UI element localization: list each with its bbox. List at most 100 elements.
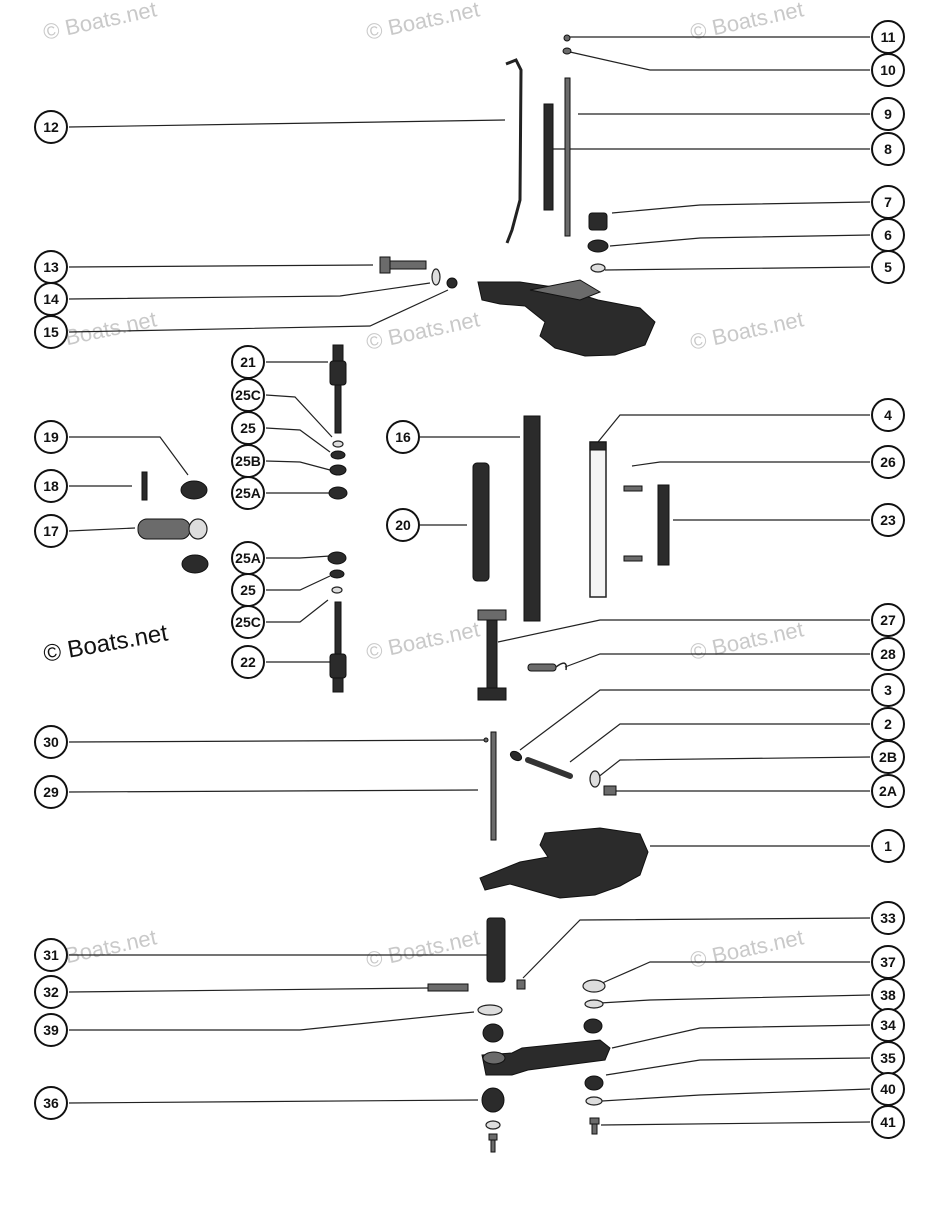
callouts: 11 10 12 9 8 7 6 13 5 14 15 21 25C 25 25… xyxy=(34,20,905,1139)
part-screw-22-shaft xyxy=(334,601,342,655)
callout-25a-bottom: 25A xyxy=(231,541,265,575)
callout-13: 13 xyxy=(34,250,68,284)
part-rod-9 xyxy=(564,77,571,237)
svg-text:34: 34 xyxy=(880,1017,896,1033)
svg-text:7: 7 xyxy=(884,194,892,210)
part-sleeve-20 xyxy=(472,462,490,582)
svg-text:26: 26 xyxy=(880,454,896,470)
part-spring-28-hook xyxy=(555,662,568,671)
svg-text:12: 12 xyxy=(43,119,59,135)
svg-text:6: 6 xyxy=(884,227,892,243)
part-nut-6 xyxy=(587,239,609,253)
callout-22: 22 xyxy=(231,645,265,679)
callout-10: 10 xyxy=(871,53,905,87)
part-bolt-13-head xyxy=(379,256,391,274)
callout-38: 38 xyxy=(871,978,905,1012)
callout-15: 15 xyxy=(34,315,68,349)
svg-text:10: 10 xyxy=(880,62,896,78)
callout-4: 4 xyxy=(871,398,905,432)
part-screw-bottom-shaft xyxy=(490,1139,496,1153)
part-screw-41-head xyxy=(589,1117,600,1125)
watermark-text: © Boats.net xyxy=(364,924,482,972)
svg-text:31: 31 xyxy=(43,947,59,963)
svg-text:25C: 25C xyxy=(235,387,261,403)
watermark-text: © Boats.net xyxy=(688,0,806,45)
callout-31: 31 xyxy=(34,938,68,972)
part-cup-19 xyxy=(180,480,208,500)
svg-text:13: 13 xyxy=(43,259,59,275)
svg-text:3: 3 xyxy=(884,682,892,698)
callout-33: 33 xyxy=(871,901,905,935)
part-bushing-34 xyxy=(583,1018,603,1034)
callout-34: 34 xyxy=(871,1008,905,1042)
callout-39: 39 xyxy=(34,1013,68,1047)
callout-2: 2 xyxy=(871,707,905,741)
svg-text:11: 11 xyxy=(881,29,896,45)
part-washer-10 xyxy=(562,47,572,55)
svg-text:18: 18 xyxy=(43,478,59,494)
svg-text:33: 33 xyxy=(880,910,896,926)
callout-16: 16 xyxy=(386,420,420,454)
callout-9: 9 xyxy=(871,97,905,131)
callout-40: 40 xyxy=(871,1072,905,1106)
watermark-text: © Boats.net xyxy=(364,616,482,664)
callout-36: 36 xyxy=(34,1086,68,1120)
svg-text:37: 37 xyxy=(880,954,896,970)
svg-text:2A: 2A xyxy=(879,783,897,799)
watermark-text: © Boats.net xyxy=(688,616,806,664)
watermark-text: © Boats.net xyxy=(688,924,806,972)
part-washer-2b xyxy=(589,770,601,788)
part-washer-38 xyxy=(584,999,604,1009)
svg-text:25A: 25A xyxy=(235,485,261,501)
watermark-text: © Boats.net xyxy=(688,306,806,354)
callout-18: 18 xyxy=(34,469,68,503)
watermark-prominent: © Boats.net xyxy=(41,619,170,667)
svg-text:19: 19 xyxy=(43,429,59,445)
svg-text:40: 40 xyxy=(880,1081,896,1097)
callout-37: 37 xyxy=(871,945,905,979)
callout-14: 14 xyxy=(34,282,68,316)
part-bar-23 xyxy=(657,484,670,566)
part-washer-39 xyxy=(477,1004,503,1016)
svg-text:17: 17 xyxy=(43,523,59,539)
part-ring-25c-bottom xyxy=(331,586,343,594)
svg-text:15: 15 xyxy=(43,324,59,340)
part-washer-25-top xyxy=(330,450,346,460)
watermark-text: © Boats.net xyxy=(41,0,159,45)
callout-20: 20 xyxy=(386,508,420,542)
svg-text:35: 35 xyxy=(880,1050,896,1066)
part-spring-28 xyxy=(527,663,557,672)
part-pin-30 xyxy=(483,737,489,743)
svg-text:36: 36 xyxy=(43,1095,59,1111)
part-cap-37 xyxy=(582,979,606,993)
part-screw-bottom-head xyxy=(488,1133,498,1141)
part-tube-16 xyxy=(523,415,541,622)
part-screw-21-knob xyxy=(329,360,347,386)
part-washer-25b xyxy=(329,464,347,476)
part-knob-36 xyxy=(481,1087,505,1113)
part-liner-4 xyxy=(589,441,607,598)
callout-25c-top: 25C xyxy=(231,378,265,412)
part-cup-19-lower xyxy=(181,554,209,574)
part-spring-17-loop xyxy=(188,518,208,540)
svg-text:25A: 25A xyxy=(235,550,261,566)
callout-21: 21 xyxy=(231,345,265,379)
part-stop-27-top xyxy=(477,609,507,621)
part-stop-27-base xyxy=(477,687,507,701)
part-handle-arm xyxy=(481,1039,611,1076)
svg-text:2: 2 xyxy=(884,716,892,732)
callout-8: 8 xyxy=(871,132,905,166)
part-clamp-bracket-upper-flange xyxy=(529,279,602,301)
part-washer-5 xyxy=(590,263,606,273)
part-screw-22-knob xyxy=(329,653,347,679)
callout-17: 17 xyxy=(34,514,68,548)
callout-5: 5 xyxy=(871,250,905,284)
svg-text:25: 25 xyxy=(240,420,256,436)
callout-1: 1 xyxy=(871,829,905,863)
callout-11: 11 xyxy=(871,20,905,54)
svg-text:2B: 2B xyxy=(879,749,897,765)
part-pad-25a-bottom xyxy=(327,551,347,565)
callout-26: 26 xyxy=(871,445,905,479)
svg-text:25C: 25C xyxy=(235,614,261,630)
callout-3: 3 xyxy=(871,673,905,707)
